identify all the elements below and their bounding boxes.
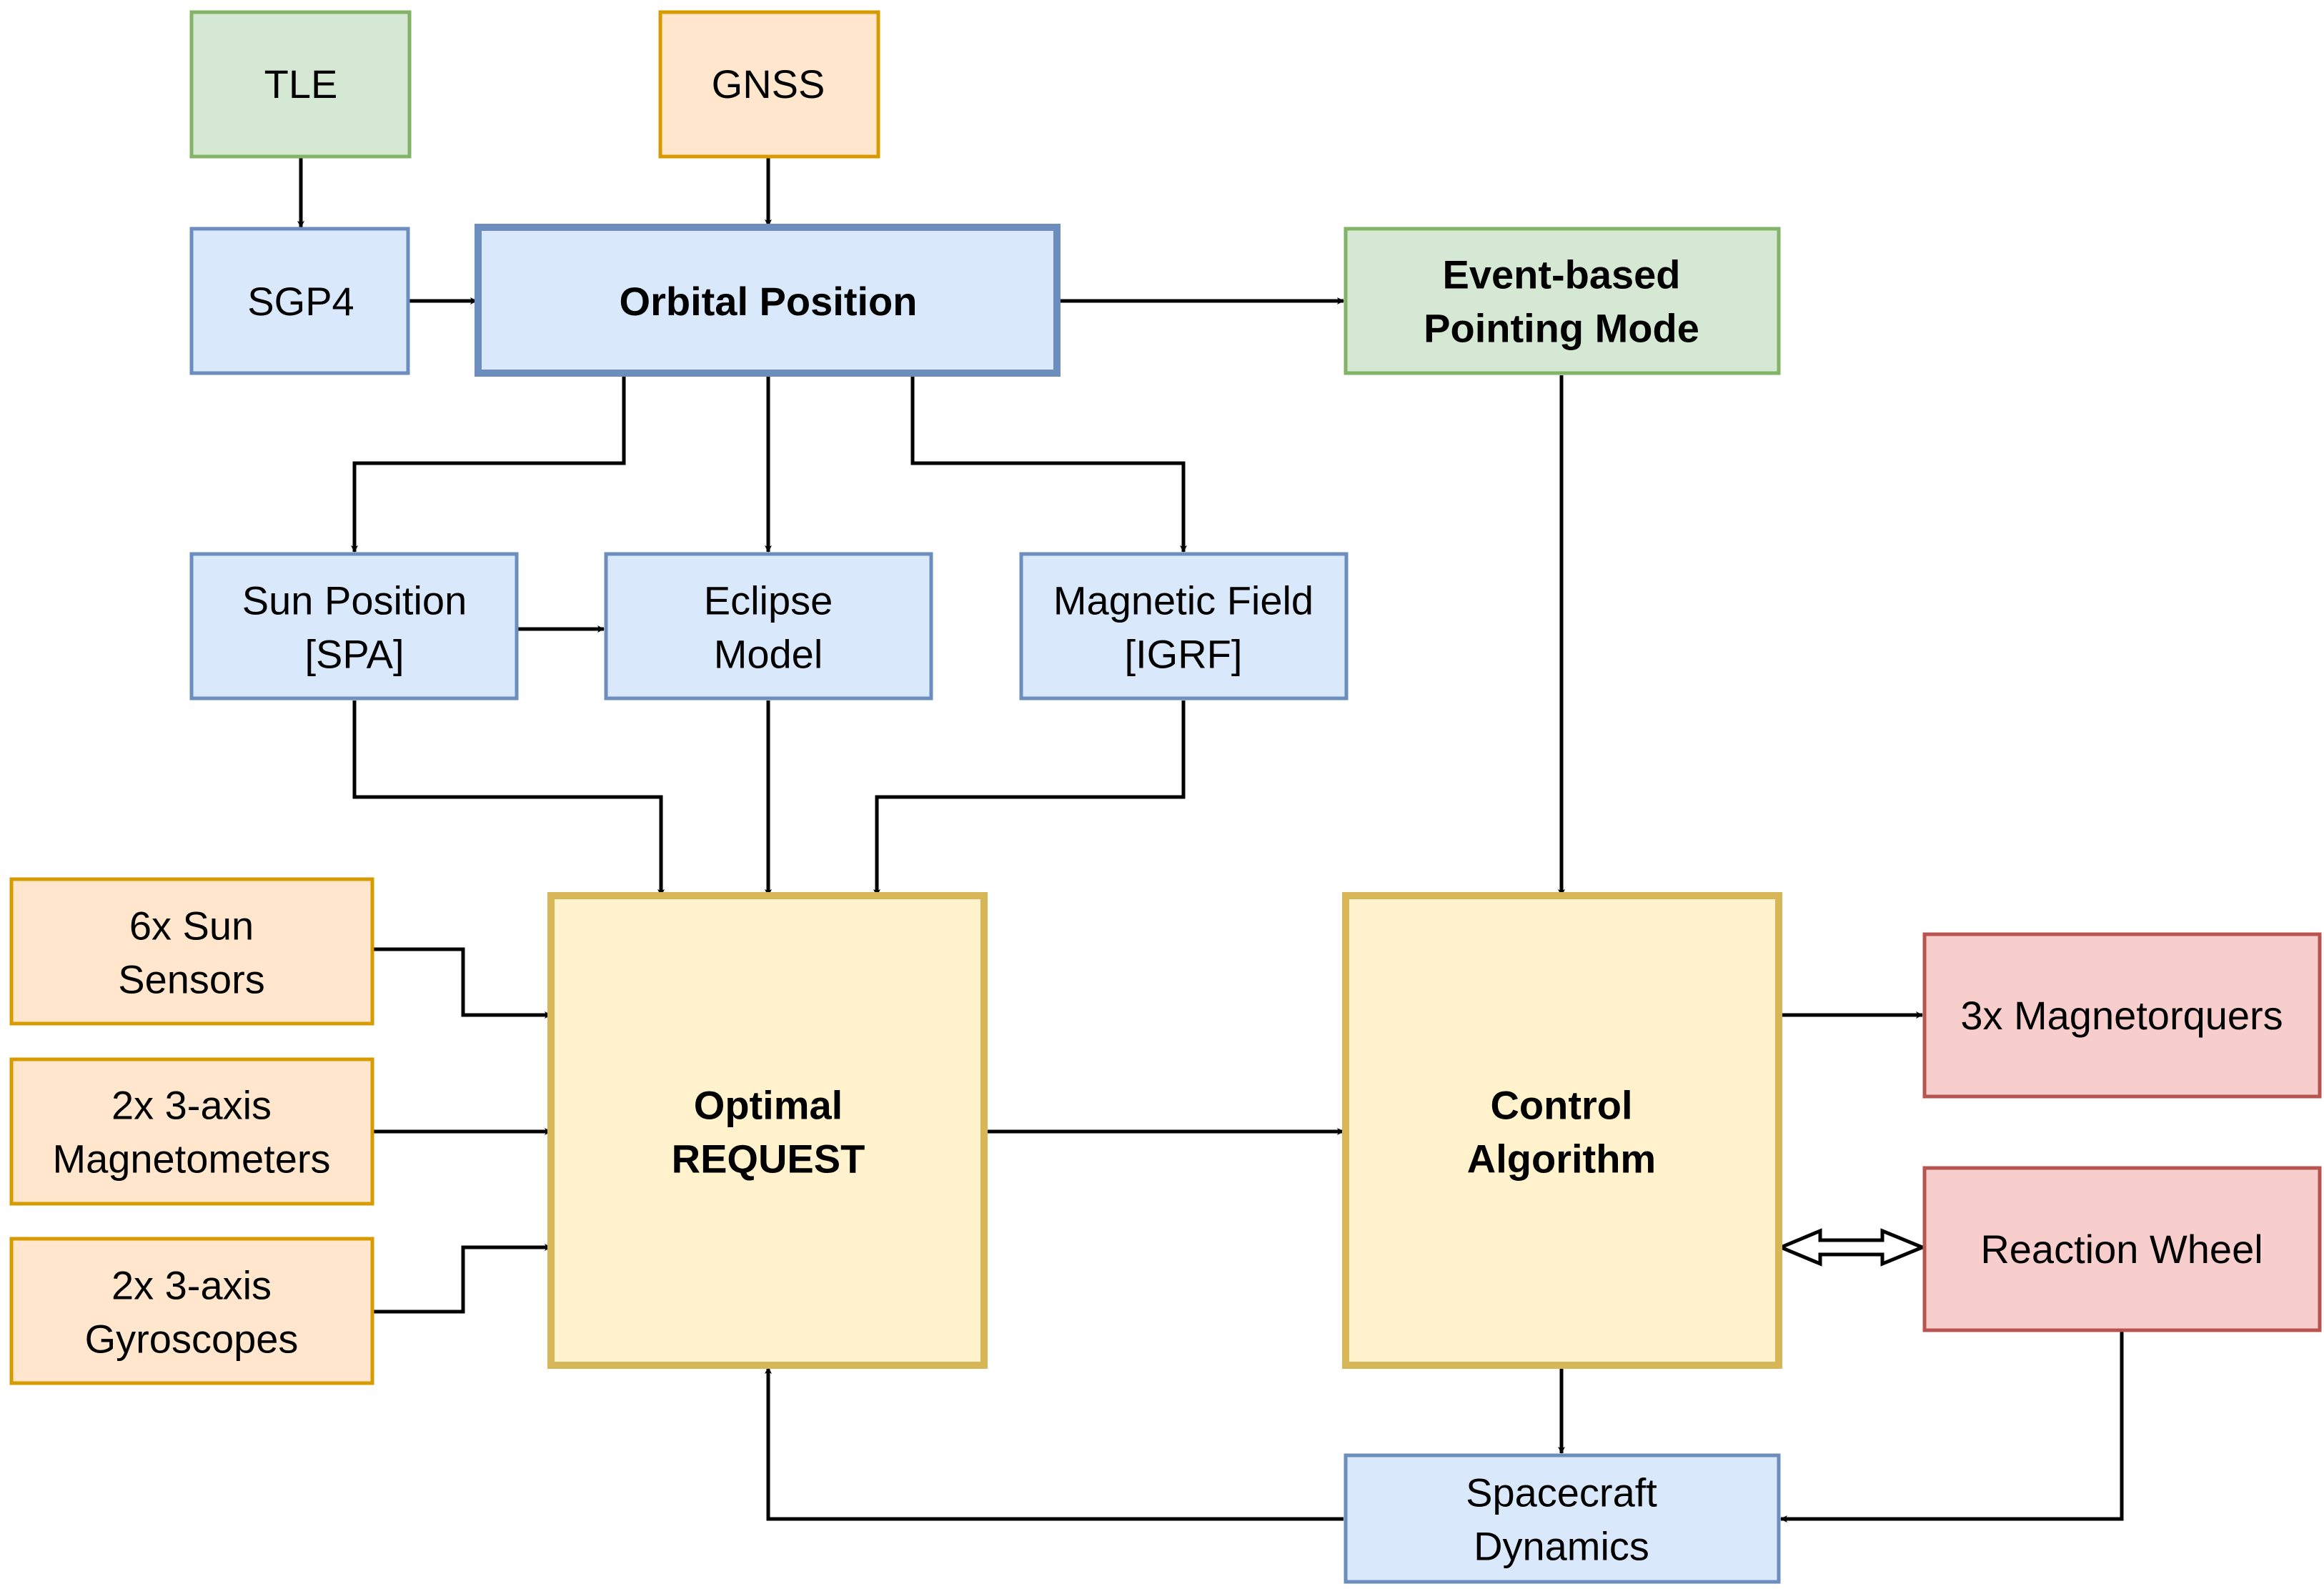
node-label-line: TLE: [264, 61, 338, 107]
node-label-line: [SPA]: [304, 631, 404, 676]
node-magnetic-field: Magnetic Field [IGRF]: [1019, 552, 1349, 701]
node-label: Orbital Position: [620, 279, 918, 324]
node-label-line: Model: [714, 631, 823, 676]
node-gnss: GNSS: [658, 10, 880, 159]
arrow-magnetic-field-to-optimal-request: [873, 701, 1186, 896]
node-label-line: 6x Sun: [129, 903, 254, 948]
node-label-line: Eclipse: [704, 578, 833, 623]
node-label-line: 2x 3-axis: [111, 1262, 272, 1307]
node-label-line: SGP4: [247, 279, 354, 324]
arrow-sun-position-to-optimal-request: [352, 701, 665, 896]
node-label-line: Dynamics: [1474, 1523, 1649, 1568]
arrow-spacecraft-dynamics-to-optimal-request: [765, 1367, 1344, 1521]
arrow-reaction-wheel-to-spacecraft-dynamics: [1780, 1331, 2124, 1523]
arrow-gyroscopes-to-optimal-request: [372, 1244, 552, 1314]
node-label-line: Sun Position: [242, 578, 467, 623]
arrow-sun-sensors-to-optimal-request: [372, 947, 552, 1019]
node-label: Sun Position [SPA]: [242, 578, 467, 676]
node-tle: TLE: [189, 10, 412, 159]
node-label-line: Control: [1490, 1082, 1632, 1127]
node-label-line: Algorithm: [1467, 1136, 1656, 1181]
node-label-line: Event-based: [1443, 252, 1681, 297]
node-orbital-position: Orbital Position: [475, 224, 1061, 377]
node-label-line: Orbital Position: [620, 279, 918, 324]
node-label-line: Magnetic Field: [1053, 578, 1314, 623]
node-label-line: Reaction Wheel: [1980, 1227, 2263, 1272]
node-sgp4: SGP4: [189, 227, 410, 375]
node-label-line: Pointing Mode: [1424, 305, 1699, 350]
node-label-line: GNSS: [712, 61, 825, 107]
node-magnetorquers: 3x Magnetorquers: [1922, 932, 2322, 1099]
node-label-line: Magnetometers: [52, 1136, 330, 1181]
node-label-line: Gyroscopes: [85, 1316, 299, 1361]
node-label-line: Sensors: [118, 956, 264, 1001]
node-label: TLE: [264, 61, 338, 107]
node-label-line: 3x Magnetorquers: [1960, 993, 2283, 1038]
bidirectional-arrow-control-algorithm-reaction-wheel: [1776, 1228, 1927, 1267]
node-label: 3x Magnetorquers: [1960, 993, 2283, 1038]
node-label: Magnetic Field [IGRF]: [1053, 578, 1314, 676]
node-label: SGP4: [247, 279, 354, 324]
node-sun-position: Sun Position [SPA]: [189, 552, 519, 701]
node-label-line: Optimal: [694, 1082, 843, 1127]
arrow-orbital-position-to-sun-position: [351, 375, 626, 553]
node-label-line: REQUEST: [672, 1136, 865, 1181]
connector-arrows: [297, 157, 2124, 1523]
node-label-line: Spacecraft: [1466, 1470, 1657, 1515]
arrow-orbital-position-to-magnetic-field: [910, 375, 1187, 553]
node-label-line: 2x 3-axis: [111, 1082, 272, 1127]
node-reaction-wheel: Reaction Wheel: [1922, 1166, 2322, 1332]
node-label: Reaction Wheel: [1980, 1227, 2263, 1272]
node-label-line: [IGRF]: [1125, 631, 1243, 676]
node-label: GNSS: [712, 61, 825, 107]
diagram-nodes: TLE GNSS SGP4 Orbital Position Event-bas…: [9, 10, 2322, 1584]
